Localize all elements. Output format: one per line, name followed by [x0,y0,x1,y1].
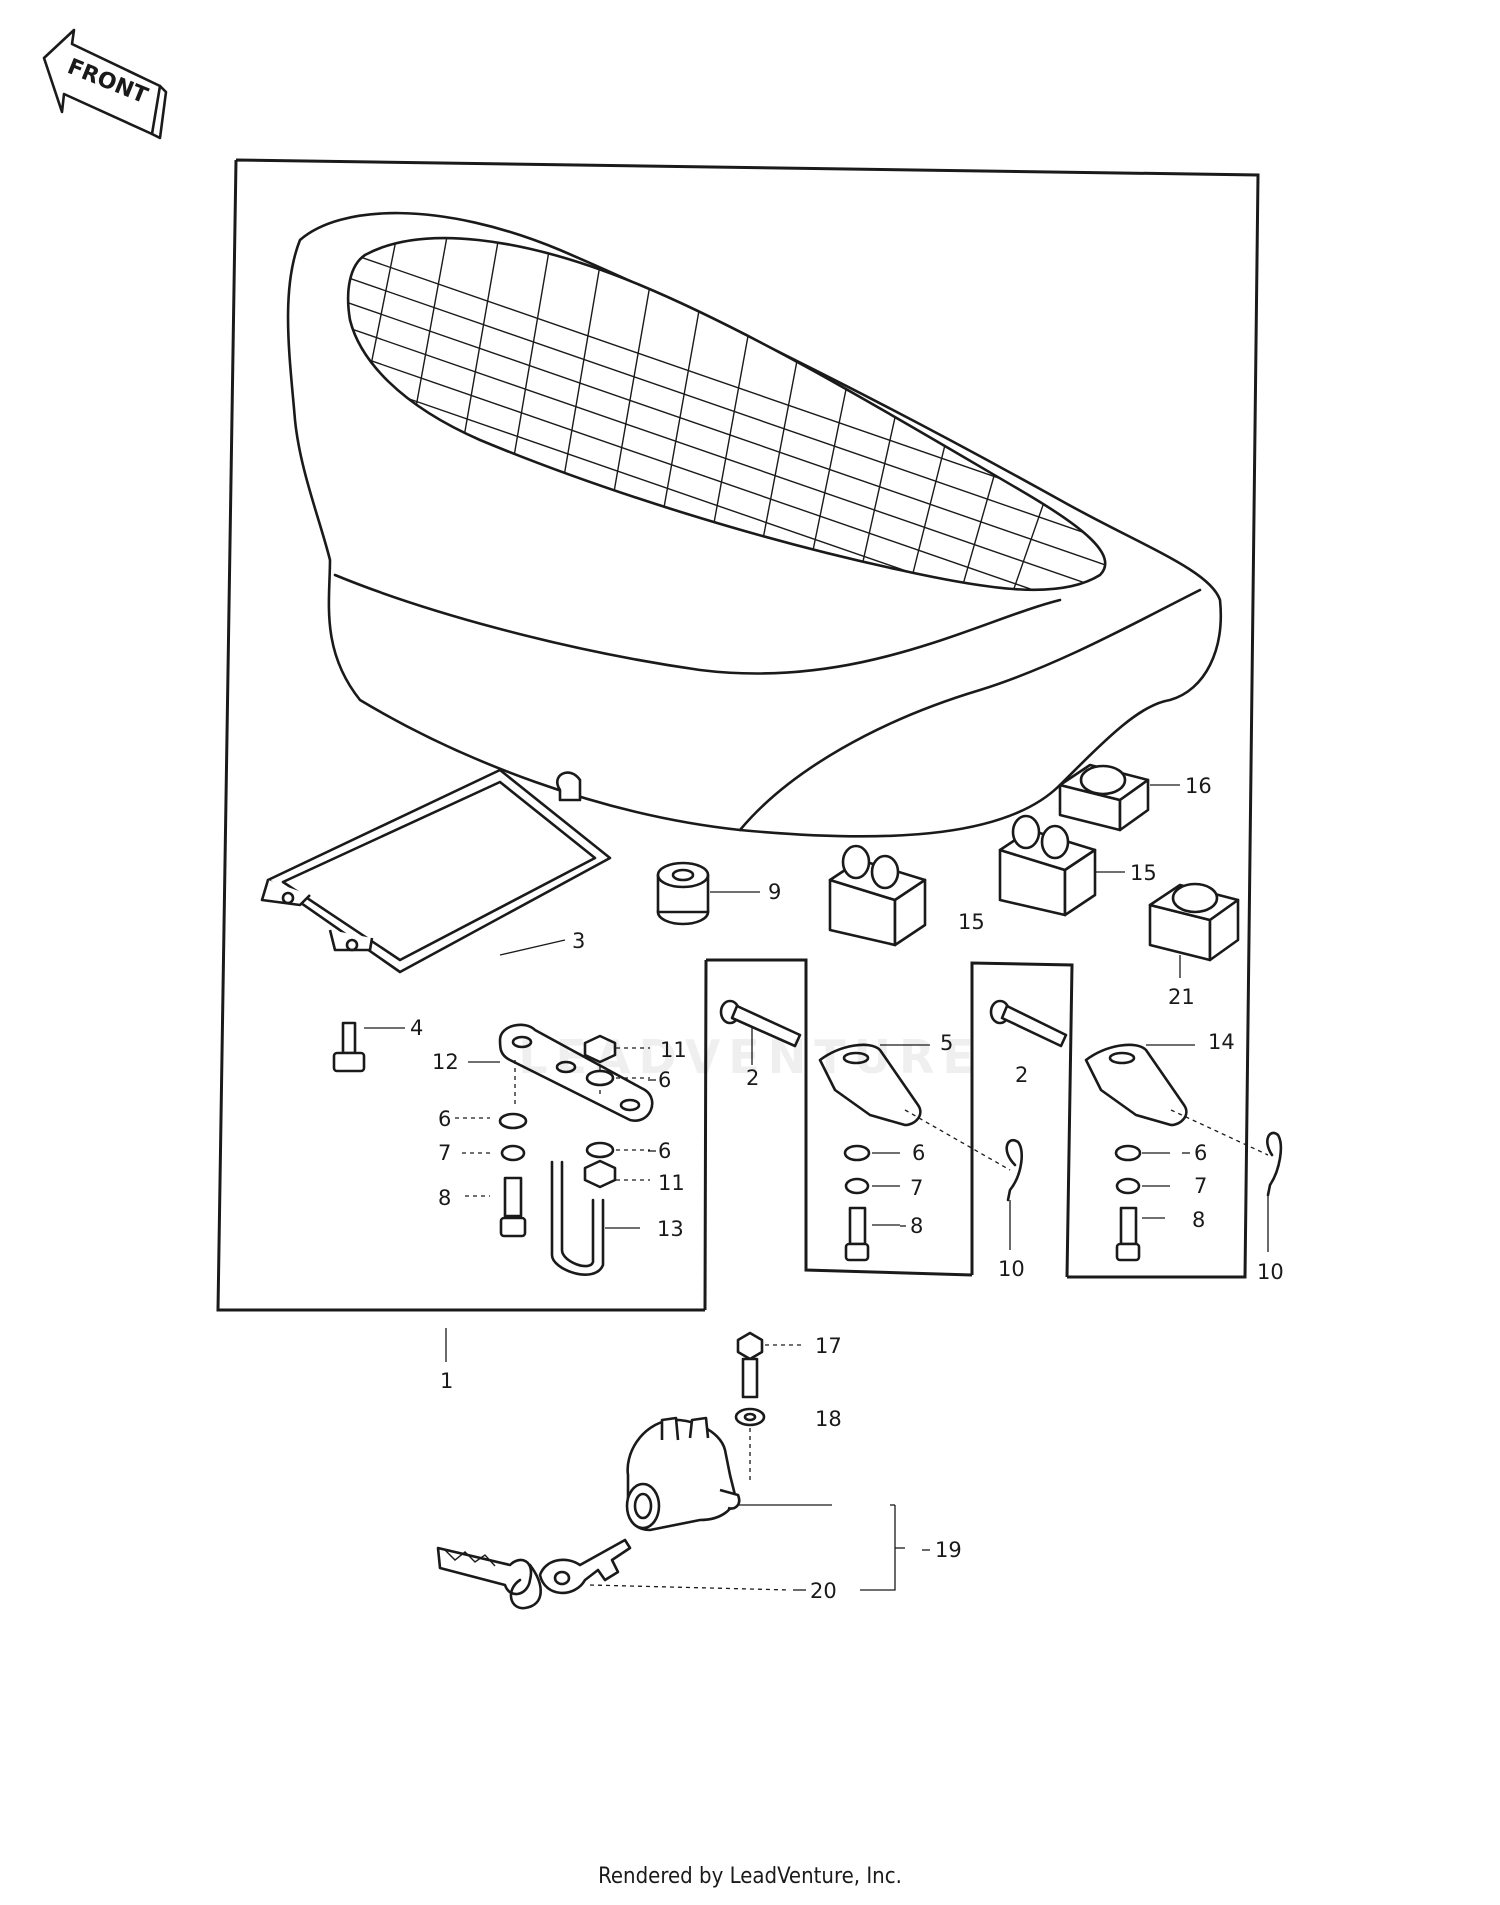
callout-6b: 6 [658,1068,671,1092]
callout-6a: 6 [438,1107,451,1131]
bolt-4 [332,1021,405,1073]
callout-10a: 10 [998,1257,1025,1281]
callout-4: 4 [410,1016,423,1040]
bolt-17 [736,1331,805,1399]
seat-pan-frame [260,768,612,974]
callout-8b: 8 [910,1214,923,1238]
bracket-12 [468,1023,654,1122]
callout-8c: 8 [1192,1208,1205,1232]
damper-16 [1058,763,1180,832]
bolt-2-right [989,999,1068,1048]
callout-7b: 7 [910,1176,923,1200]
seat-assembly-frame [216,158,1260,1312]
hardware-stack-5 [843,1144,900,1262]
bracket-5 [818,1043,1011,1171]
callout-6c: 6 [658,1139,671,1163]
seat-lock-19 [625,1416,905,1591]
callout-21: 21 [1168,985,1195,1009]
callout-9: 9 [768,880,781,904]
callout-1: 1 [440,1369,453,1393]
front-arrow-icon: FRONT [42,28,168,140]
callout-3: 3 [572,929,585,953]
u-bolt-13 [550,1160,640,1276]
damper-15-right [998,814,1125,917]
callout-11a: 11 [660,1038,687,1062]
bracket-14 [1084,1043,1269,1156]
callout-dashes [648,1079,1190,1591]
washer-18 [734,1407,766,1480]
bolt-2-left [719,999,802,1065]
callout-2a: 2 [746,1066,759,1090]
callout-15a: 15 [958,910,985,934]
grommet-9 [656,861,760,926]
hardware-stack-center [583,1034,650,1189]
footer-credit: Rendered by LeadVenture, Inc. [598,1864,902,1889]
keys-20 [436,1538,791,1610]
callout-6d: 6 [912,1141,925,1165]
callout-15b: 15 [1130,861,1157,885]
callout-11b: 11 [658,1171,685,1195]
callout-14: 14 [1208,1030,1235,1054]
subframe-right [970,961,1074,1278]
callout-8a: 8 [438,1186,451,1210]
callout-19: 19 [935,1538,962,1562]
hardware-stack-left [455,1112,528,1238]
pin-10-left [1005,1139,1024,1250]
pin-10-right [1266,1131,1283,1252]
callout-2b: 2 [1015,1063,1028,1087]
callout-5: 5 [940,1031,953,1055]
callout-7c: 7 [1194,1174,1207,1198]
callout-7a: 7 [438,1141,451,1165]
damper-15-left [828,844,927,947]
callout-12: 12 [432,1050,459,1074]
callout-18: 18 [815,1407,842,1431]
subframe-left [706,958,973,1277]
hardware-stack-14 [1114,1144,1170,1262]
callout-20: 20 [810,1579,837,1603]
callout-13: 13 [657,1217,684,1241]
damper-21 [1148,882,1240,978]
callout-10b: 10 [1257,1260,1284,1284]
callout-17: 17 [815,1334,842,1358]
callout-6e: 6 [1194,1141,1207,1165]
seat [286,211,1223,838]
callout-16: 16 [1185,774,1212,798]
